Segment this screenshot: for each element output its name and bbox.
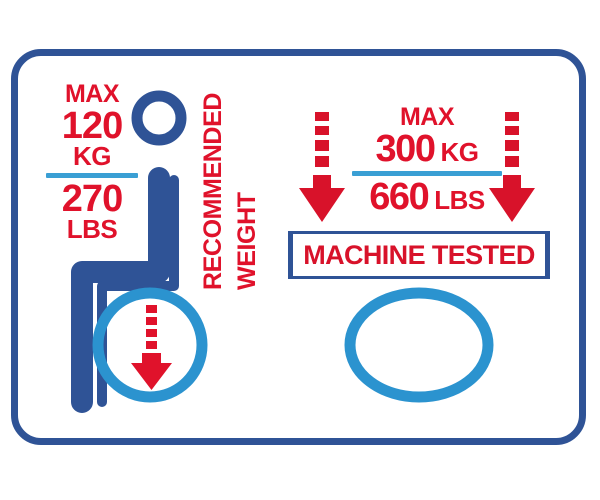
right-lbs-unit: LBS — [434, 185, 485, 215]
machine-tested-label: MACHINE TESTED — [303, 239, 535, 270]
right-lbs-value: 660 — [369, 176, 429, 218]
left-lbs-value: 270 — [61, 178, 123, 221]
left-kg-value: 120 — [61, 104, 123, 147]
right-max-label: MAX — [399, 103, 455, 131]
right-capacity-block: MAX 300 KG 660 LBS — [352, 105, 502, 216]
right-kg-value: 300 — [375, 128, 436, 170]
right-lbs-row: 660 LBS — [352, 178, 502, 216]
recommended-vertical-text: RECOMMENDED — [199, 93, 227, 290]
right-kg-row: 300 KG — [352, 130, 502, 168]
left-unit-divider — [46, 173, 138, 179]
weight-vertical-text: WEIGHT — [233, 192, 261, 290]
machine-tested-inner: MACHINE TESTED — [293, 234, 545, 276]
left-lbs-unit: LBS — [66, 214, 118, 245]
left-kg-unit: KG — [73, 140, 112, 171]
machine-tested-box: MACHINE TESTED — [288, 231, 550, 279]
right-unit-divider — [352, 171, 502, 176]
left-capacity-block: MAX 120 KG 270 LBS — [46, 82, 138, 243]
right-kg-unit: KG — [440, 137, 479, 167]
left-max-label: MAX — [64, 80, 120, 108]
